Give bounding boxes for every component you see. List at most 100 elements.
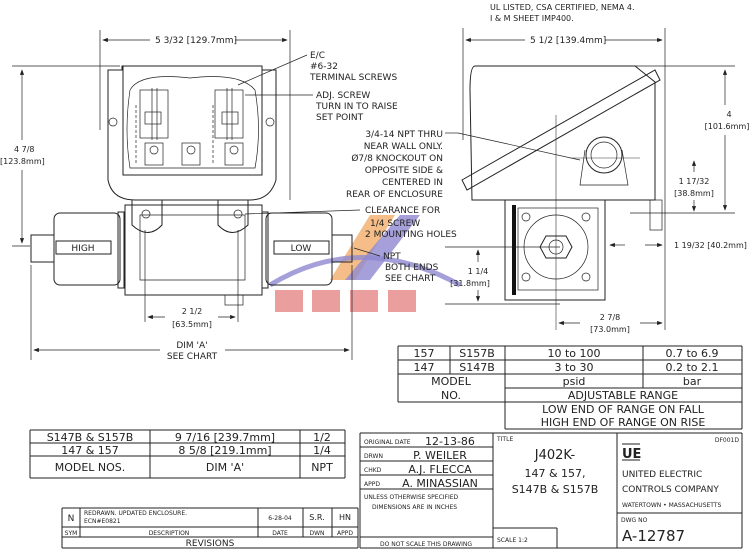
callout-adj-2: TURN IN TO RAISE bbox=[315, 102, 398, 112]
side-height-dim: 4 bbox=[726, 110, 731, 119]
range-table: 157 S157B 10 to 100 0.7 to 6.9 147 S147B… bbox=[397, 345, 743, 430]
title-line-2: 147 & 157, bbox=[524, 467, 585, 480]
company-name-1: UNITED ELECTRIC bbox=[622, 470, 702, 480]
callout-npt-6: REAR OF ENCLOSURE bbox=[346, 190, 443, 200]
dim-row-1-model: S147B & S157B bbox=[47, 431, 134, 444]
callout-terminal-3: TERMINAL SCREWS bbox=[309, 73, 397, 83]
rev-header-sym: SYM bbox=[65, 530, 78, 537]
rev-desc-1: REDRAWN. UPDATED ENCLOSURE. bbox=[84, 510, 187, 517]
drawing-code: DF001D bbox=[715, 437, 740, 444]
range-row-1-psid: 10 to 100 bbox=[547, 347, 600, 360]
drwn-label: DRWN bbox=[364, 453, 383, 460]
company-location: WATERTOWN • MASSACHUSETTS bbox=[622, 502, 722, 509]
range-note-rise: HIGH END OF RANGE ON RISE bbox=[541, 416, 706, 429]
mount-dim: 2 1/2 bbox=[182, 307, 203, 316]
title-line-1: J402K- bbox=[534, 448, 576, 463]
callout-npt-2: NEAR WALL ONLY. bbox=[364, 142, 443, 152]
low-port-label-box bbox=[273, 240, 330, 255]
front-view: 5 3/32 [129.7mm] 4 7/8 [123.8mm] E/C #6-… bbox=[0, 30, 581, 362]
range-unit-psid: psid bbox=[563, 375, 586, 388]
watermark-logo bbox=[268, 215, 462, 312]
range-model-header-2: NO. bbox=[441, 389, 461, 402]
callout-npt-ends-1: NPT bbox=[383, 252, 401, 262]
callout-adj-1: ADJ. SCREW bbox=[316, 91, 370, 101]
callout-clearance-2: 1/4 SCREW bbox=[370, 219, 420, 229]
rev-header-dwn: DWN bbox=[309, 530, 324, 537]
ue-logo: UE bbox=[622, 447, 641, 462]
range-row-1-bar: 0.7 to 6.9 bbox=[665, 347, 718, 360]
note-listing: UL LISTED, CSA CERTIFIED, NEMA 4. bbox=[490, 3, 634, 12]
unless-note-2: DIMENSIONS ARE IN INCHES bbox=[372, 504, 457, 511]
range-row-1-model: 157 bbox=[414, 347, 435, 360]
dwg-no: A-12787 bbox=[622, 527, 685, 545]
range-unit-bar: bar bbox=[683, 375, 702, 388]
dim-header-model: MODEL NOS. bbox=[55, 461, 126, 474]
dim-header-npt: NPT bbox=[311, 461, 333, 474]
range-row-1-smodel: S157B bbox=[459, 347, 495, 360]
dim-row-2-dim: 8 5/8 [219.1mm] bbox=[178, 444, 271, 457]
original-date-label: ORIGINAL DATE bbox=[364, 439, 411, 446]
title-block: ORIGINAL DATE 12-13-86 DRWN P. WEILER CH… bbox=[359, 432, 743, 549]
mount-dim-mm: [63.5mm] bbox=[172, 320, 212, 329]
offset-dim: 1 19/32 [40.2mm] bbox=[674, 241, 747, 250]
callout-npt-ends-3: SEE CHART bbox=[385, 274, 436, 284]
conduit-dim: 1 17/32 bbox=[679, 177, 710, 186]
port-dim: 1 1/4 bbox=[468, 267, 489, 276]
depth-dim: 2 7/8 bbox=[600, 313, 621, 322]
callout-npt-5: CENTERED IN bbox=[382, 178, 443, 188]
side-view: 5 1/2 [139.4mm] 4 [101.6mm] 1 17/32 [38.… bbox=[445, 28, 749, 334]
dim-row-1-npt: 1/2 bbox=[313, 431, 331, 444]
rev-appd: HN bbox=[339, 513, 351, 522]
range-row-2-bar: 0.2 to 2.1 bbox=[665, 361, 718, 374]
no-scale-note: DO NOT SCALE THIS DRAWING bbox=[380, 541, 472, 548]
range-row-2-psid: 3 to 30 bbox=[554, 361, 593, 374]
note-im-sheet: I & M SHEET IMP400. bbox=[490, 14, 574, 23]
callout-npt-1: 3/4-14 NPT THRU bbox=[365, 130, 443, 140]
high-port-label: HIGH bbox=[71, 244, 94, 254]
unless-note-1: UNLESS OTHERWISE SPECIFIED bbox=[364, 494, 459, 501]
appd-label: APPD bbox=[364, 481, 380, 488]
title-line-3: S147B & S157B bbox=[512, 483, 599, 496]
dim-a-label: DIM 'A' bbox=[176, 341, 207, 351]
rev-dwn: S.R. bbox=[309, 513, 324, 522]
range-header: ADJUSTABLE RANGE bbox=[568, 389, 678, 402]
rev-sym: N bbox=[68, 514, 75, 524]
callout-npt-ends-2: BOTH ENDS bbox=[385, 263, 439, 273]
callout-clearance-1: CLEARANCE FOR bbox=[365, 206, 440, 216]
chkd-name: A.J. FLECCA bbox=[408, 463, 472, 476]
rev-date: 6-28-04 bbox=[268, 515, 292, 522]
revisions-title: REVISIONS bbox=[186, 539, 235, 549]
dim-row-2-npt: 1/4 bbox=[313, 444, 331, 457]
rev-desc-2: ECN#E0821 bbox=[84, 518, 121, 525]
side-width-dim: 5 1/2 [139.4mm] bbox=[530, 36, 606, 46]
depth-dim-mm: [73.0mm] bbox=[590, 325, 630, 334]
dim-header-dim: DIM 'A' bbox=[206, 461, 244, 474]
drwn-name: P. WEILER bbox=[413, 449, 467, 462]
callout-clearance-3: 2 MOUNTING HOLES bbox=[365, 230, 457, 240]
rev-header-appd: APPD bbox=[337, 530, 353, 537]
port-dim-mm: [31.8mm] bbox=[450, 279, 490, 288]
callout-terminal-2: #6-32 bbox=[310, 62, 338, 72]
range-model-header-1: MODEL bbox=[431, 375, 472, 388]
side-height-dim-mm: [101.6mm] bbox=[705, 122, 750, 131]
dim-row-2-model: 147 & 157 bbox=[61, 444, 119, 457]
range-row-2-model: 147 bbox=[414, 361, 435, 374]
front-height-dim: 4 7/8 bbox=[14, 145, 35, 154]
callout-terminal-1: E/C bbox=[310, 51, 325, 61]
title-label: TITLE bbox=[496, 436, 513, 443]
dim-a-table: S147B & S157B 9 7/16 [239.7mm] 1/2 147 &… bbox=[29, 429, 346, 479]
chkd-label: CHKD bbox=[364, 467, 382, 474]
low-port-label: LOW bbox=[291, 244, 312, 254]
front-height-dim-mm: [123.8mm] bbox=[0, 157, 45, 166]
front-width-dim: 5 3/32 [129.7mm] bbox=[155, 36, 237, 46]
callout-npt-3: Ø7/8 KNOCKOUT ON bbox=[351, 153, 443, 164]
scale-label: SCALE 1:2 bbox=[497, 537, 528, 544]
dim-row-1-dim: 9 7/16 [239.7mm] bbox=[175, 431, 275, 444]
high-port-label-box bbox=[55, 240, 112, 255]
rev-header-date: DATE bbox=[272, 530, 288, 537]
dwg-no-label: DWG NO bbox=[621, 517, 648, 524]
revisions-table: N REDRAWN. UPDATED ENCLOSURE. ECN#E0821 … bbox=[61, 507, 359, 549]
company-name-2: CONTROLS COMPANY bbox=[622, 485, 719, 495]
rev-header-desc: DESCRIPTION bbox=[149, 530, 190, 537]
appd-name: A. MINASSIAN bbox=[402, 477, 478, 490]
